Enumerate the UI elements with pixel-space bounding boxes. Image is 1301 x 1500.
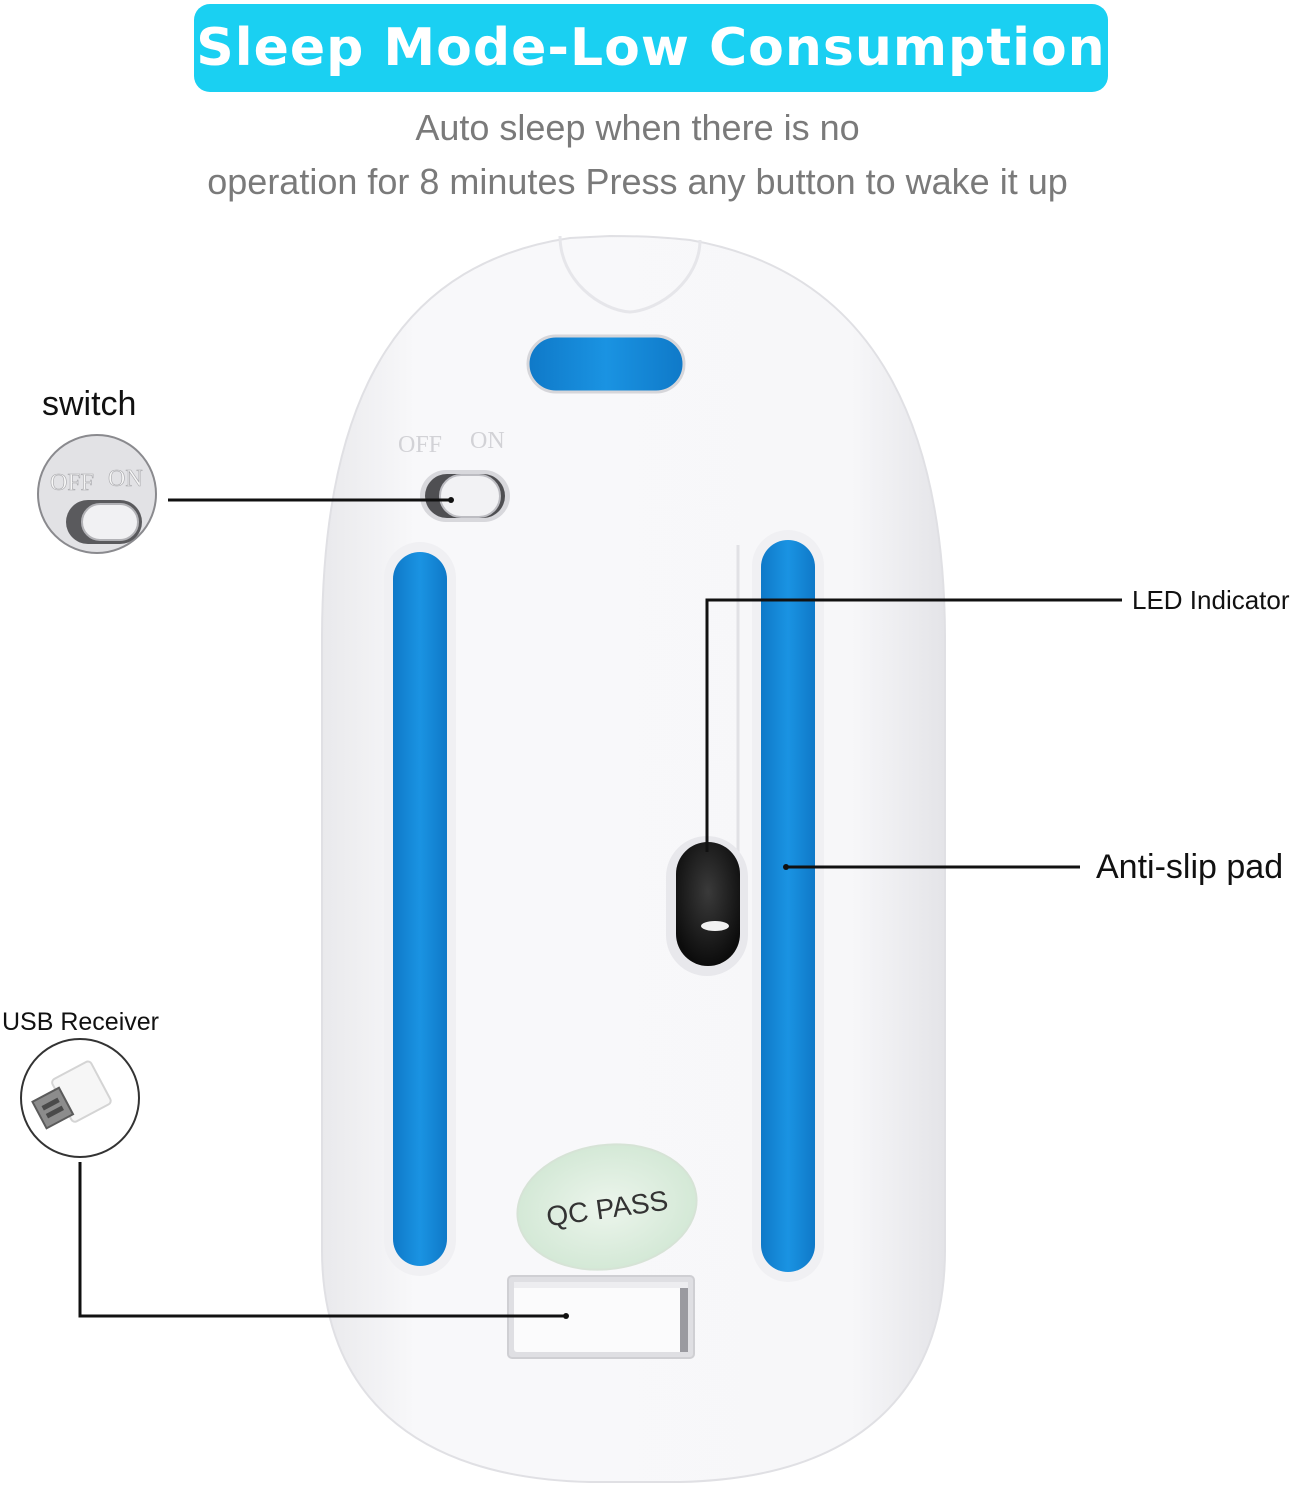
usb-leader-line: [78, 1162, 566, 1318]
switch-label: switch: [42, 385, 137, 423]
mouse-switch-on-text: ON: [470, 428, 505, 454]
switch-callout-circle: OFF ON: [37, 434, 157, 554]
led-indicator-label: LED Indicator: [1132, 585, 1290, 615]
optical-sensor: [666, 836, 748, 976]
zoom-on-text: ON: [108, 466, 143, 492]
usb-callout-circle: [20, 1038, 140, 1158]
right-anti-slip-pad: [761, 540, 815, 1272]
usb-compartment: [507, 1275, 695, 1359]
mouse-switch-off-text: OFF: [398, 432, 442, 458]
anti-slip-pad-label: Anti-slip pad: [1096, 848, 1284, 886]
title-banner: Sleep Mode-Low Consumption: [194, 4, 1108, 92]
usb-receiver-label: USB Receiver: [2, 1008, 159, 1036]
subtitle-line-2: operation for 8 minutes Press any button…: [207, 161, 1068, 202]
subtitle: Auto sleep when there is no operation fo…: [0, 101, 1275, 209]
top-pad: [526, 334, 686, 394]
zoom-off-text: OFF: [50, 470, 94, 496]
mouse-body: OFF ON QC PASS: [321, 234, 946, 1483]
qc-pass-sticker: QC PASS: [516, 1143, 698, 1271]
left-anti-slip-pad: [393, 552, 447, 1266]
power-switch: [420, 470, 510, 522]
led-leader-line: [705, 598, 1122, 852]
subtitle-line-1: Auto sleep when there is no: [415, 107, 860, 148]
banner-title: Sleep Mode-Low Consumption: [196, 18, 1106, 78]
